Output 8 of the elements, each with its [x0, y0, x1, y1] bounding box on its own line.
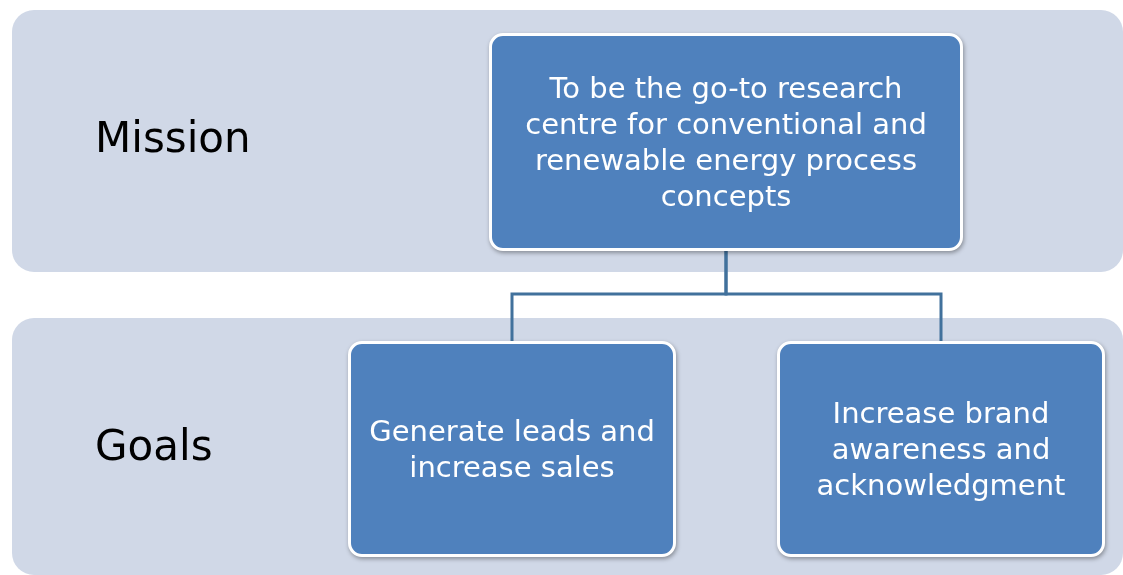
band-background [12, 318, 1123, 575]
text-box: To be the go-to research centre for conventional and renewable energy process concepts [489, 33, 963, 251]
band-background [12, 10, 1123, 272]
row-label: Mission [95, 113, 251, 162]
text-box: Increase brand awareness and acknowledgment [777, 341, 1105, 557]
connector-line [724, 251, 943, 341]
row-label: Goals [95, 421, 213, 470]
text-box: Generate leads and increase sales [348, 341, 676, 557]
